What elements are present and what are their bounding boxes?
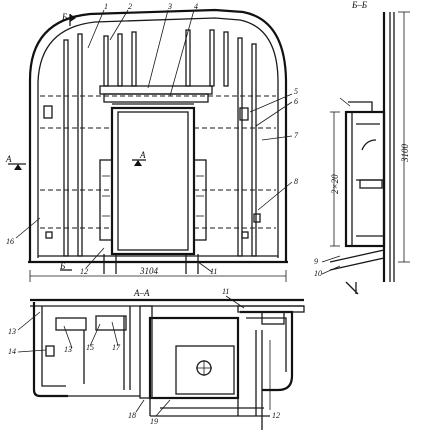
label-6: 6 <box>294 97 298 106</box>
label-3: 3 <box>167 2 172 11</box>
label-7: 7 <box>294 131 299 140</box>
section-mark-b-left: Б <box>59 261 66 271</box>
center-box <box>148 316 240 400</box>
label-13: 13 <box>8 327 16 336</box>
label-18: 18 <box>128 411 136 420</box>
label-17: 17 <box>112 343 121 352</box>
door-header <box>99 85 213 95</box>
label-11: 11 <box>210 267 217 276</box>
label-10: 10 <box>314 269 322 278</box>
door-opening <box>117 111 189 251</box>
posts-right <box>185 29 257 257</box>
front-view: 1 2 3 4 5 6 7 8 16 12 11 3104 А А Б Б <box>5 2 299 282</box>
dimension-door: 2×20 <box>330 174 340 194</box>
label-16: 16 <box>6 237 14 246</box>
label-8: 8 <box>294 177 298 186</box>
dimension-width: 3104 <box>139 266 159 276</box>
section-title-bb: Б–Б <box>351 0 368 10</box>
door-frame <box>110 106 196 256</box>
section-mark-a-mid: А <box>139 150 146 160</box>
door-box <box>344 110 386 248</box>
label-1: 1 <box>104 2 108 11</box>
label-11b: 11 <box>222 287 229 296</box>
label-5: 5 <box>294 87 298 96</box>
inner-contour <box>37 17 279 258</box>
label-4: 4 <box>194 2 198 11</box>
label-19: 19 <box>150 417 158 426</box>
posts-left <box>63 31 137 257</box>
label-12b: 12 <box>272 411 280 420</box>
label-12: 12 <box>80 267 88 276</box>
label-13b: 13 <box>64 345 72 354</box>
label-9: 9 <box>314 257 318 266</box>
plan-section-aa: А–А <box>8 287 305 430</box>
label-2: 2 <box>128 2 132 11</box>
dimension-height: 3100 <box>400 144 410 164</box>
section-mark-b-top: Б <box>61 12 68 22</box>
outer-contour <box>28 8 288 262</box>
side-section-bb: Б–Б 3100 2×20 9 10 <box>314 0 410 295</box>
label-15: 15 <box>86 343 94 352</box>
label-14: 14 <box>8 347 16 356</box>
section-title-aa: А–А <box>133 288 150 298</box>
section-mark-a-left: А <box>5 154 12 164</box>
